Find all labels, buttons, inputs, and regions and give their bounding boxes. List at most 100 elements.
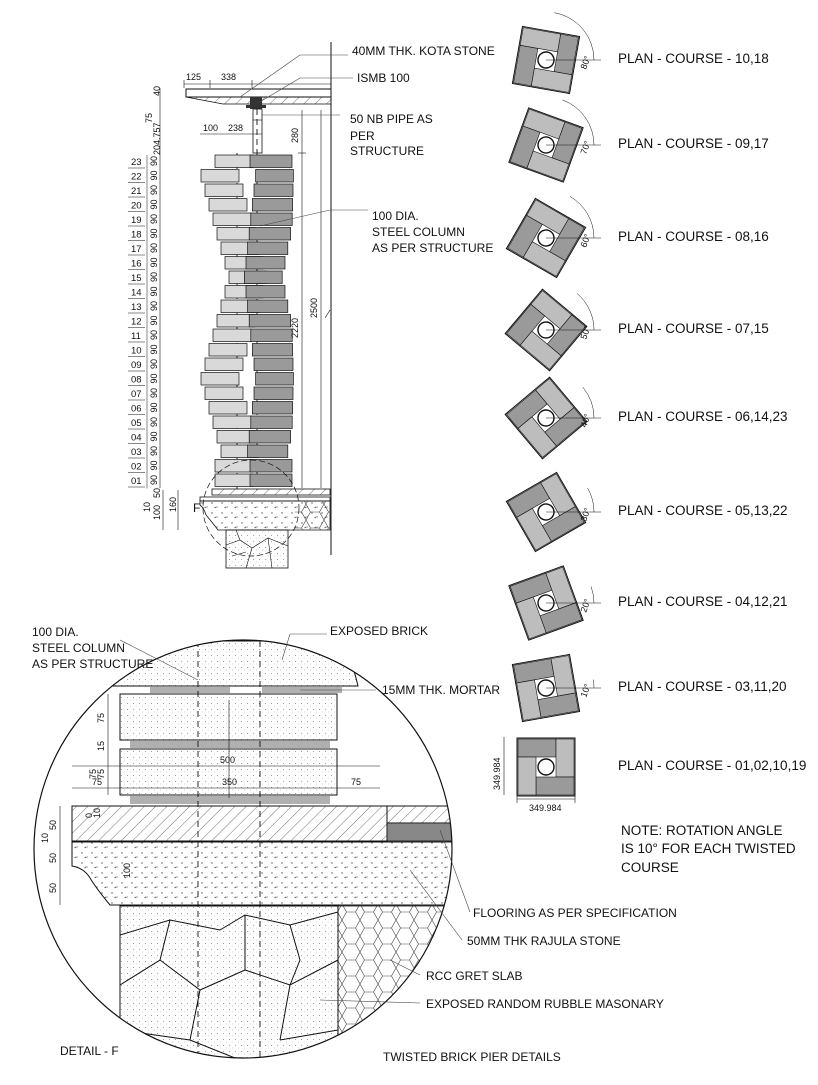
brick (247, 444, 289, 458)
dim-2500: 2500 (309, 298, 319, 318)
brick (204, 357, 244, 371)
detail-brick-2 (119, 748, 338, 796)
course-dim: 90 (149, 475, 159, 485)
course-dim: 90 (149, 156, 159, 166)
dim-280: 280 (290, 128, 300, 143)
detail-exposed-brick: EXPOSED BRICK (330, 624, 428, 638)
course-row (200, 372, 294, 386)
detail-f-label: DETAIL - F (60, 1044, 119, 1058)
course-dim: 90 (149, 315, 159, 325)
plan-angle: 70° (578, 139, 592, 156)
course-row (208, 343, 293, 357)
course-dim: 90 (149, 388, 159, 398)
plan-angle: 20° (578, 597, 592, 614)
detail-flooring-label: FLOORING AS PER SPECIFICATION (473, 906, 677, 920)
course-row (208, 198, 293, 212)
plan-label: PLAN - COURSE - 10,18 (618, 51, 769, 66)
pipe-section (252, 108, 263, 154)
detail-dim-75r: 75 (351, 777, 361, 787)
detail-dim-50c: 50 (48, 883, 58, 893)
elevation-dimensions: 125 338 100 238 40 75 204.757 280 2220 2… (142, 72, 331, 530)
detail-rajula (71, 841, 452, 906)
dim-160: 160 (168, 497, 178, 512)
detail-dim-100: 100 (122, 863, 132, 878)
brick (252, 198, 293, 212)
plan-dim-width: 349.984 (529, 803, 562, 813)
brick (250, 328, 293, 342)
note-block: NOTE: ROTATION ANGLE IS 10° FOR EACH TWI… (621, 823, 796, 875)
brick (253, 183, 294, 197)
label-pipe-1: 50 NB PIPE AS (350, 112, 433, 126)
brick-courses (200, 154, 294, 487)
brick (255, 372, 294, 386)
course-number: 15 (131, 273, 142, 284)
detail-mortar-1 (130, 741, 330, 748)
note-line-3: COURSE (621, 860, 679, 875)
course-row (220, 444, 289, 458)
pier-elevation: F (185, 42, 332, 569)
course-dim: 90 (149, 228, 159, 238)
plan-label: PLAN - COURSE - 07,15 (618, 321, 769, 336)
plan-angle: 60° (578, 232, 592, 249)
plan-angle: 50° (578, 324, 592, 341)
plan-course: 20°PLAN - COURSE - 04,12,21 (508, 565, 788, 641)
brick (200, 169, 240, 183)
plan-label: PLAN - COURSE - 01,02,10,19 (618, 758, 806, 773)
brick (208, 343, 248, 357)
course-row (216, 314, 291, 328)
plan-brick (530, 67, 573, 93)
course-number: 05 (131, 418, 142, 429)
plan-angle: 40° (578, 412, 592, 429)
brick (248, 227, 291, 241)
course-dim: 90 (149, 330, 159, 340)
elevation-labels: 40MM THK. KOTA STONE ISMB 100 50 NB PIPE… (239, 44, 495, 255)
brick (212, 212, 252, 226)
plan-brick (517, 738, 557, 758)
course-number: 10 (131, 346, 142, 357)
detail-dim-75c: 75 (88, 769, 98, 779)
label-steel-3: AS PER STRUCTURE (372, 241, 493, 255)
brick (214, 154, 254, 168)
course-row (228, 270, 283, 284)
detail-dim-75l: 75 (92, 777, 102, 787)
course-dim: 90 (149, 417, 159, 427)
note-line-1: NOTE: ROTATION ANGLE (621, 823, 783, 838)
label-kota-stone: 40MM THK. KOTA STONE (352, 44, 495, 58)
plan-course: 30°PLAN - COURSE - 05,13,22 (505, 471, 788, 553)
dim-204: 204.757 (152, 122, 162, 155)
course-row (204, 183, 294, 197)
course-number: 02 (131, 462, 142, 473)
detail-flooring (71, 805, 388, 842)
plan-brick (526, 150, 570, 182)
course-number: 08 (131, 375, 142, 386)
course-number: 11 (131, 331, 141, 342)
callout-letter: F (193, 501, 200, 515)
course-dim: 90 (149, 185, 159, 195)
detail-steel-2: STEEL COLUMN (32, 641, 125, 655)
plan-angle: 10° (578, 682, 592, 699)
detail-dim-50b: 50 (48, 853, 58, 863)
dim-75: 75 (144, 113, 154, 123)
brick (212, 415, 252, 429)
detail-steel-1: 100 DIA. (32, 625, 79, 639)
brick (250, 415, 293, 429)
detail-dim-75a: 75 (96, 713, 106, 723)
plan-course: 50° PLAN - COURSE - 07,15 (504, 288, 769, 372)
course-row (212, 328, 293, 342)
label-ismb: ISMB 100 (357, 71, 410, 85)
plan-course: 80°PLAN - COURSE - 10,18 (511, 12, 769, 95)
detail-rubble (119, 905, 339, 1058)
course-row (204, 357, 294, 371)
brick (244, 270, 283, 284)
course-number: 03 (131, 447, 142, 458)
course-dim: 90 (149, 359, 159, 369)
plan-course: 10°PLAN - COURSE - 03,11,20 (511, 653, 787, 723)
label-pipe-3: STRUCTURE (350, 144, 424, 158)
course-number: 16 (131, 259, 142, 270)
plan-brick (515, 596, 547, 640)
dim-338: 338 (221, 72, 236, 82)
brick (248, 314, 291, 328)
brick (253, 386, 294, 400)
detail-dim-10: 10 (40, 833, 50, 843)
